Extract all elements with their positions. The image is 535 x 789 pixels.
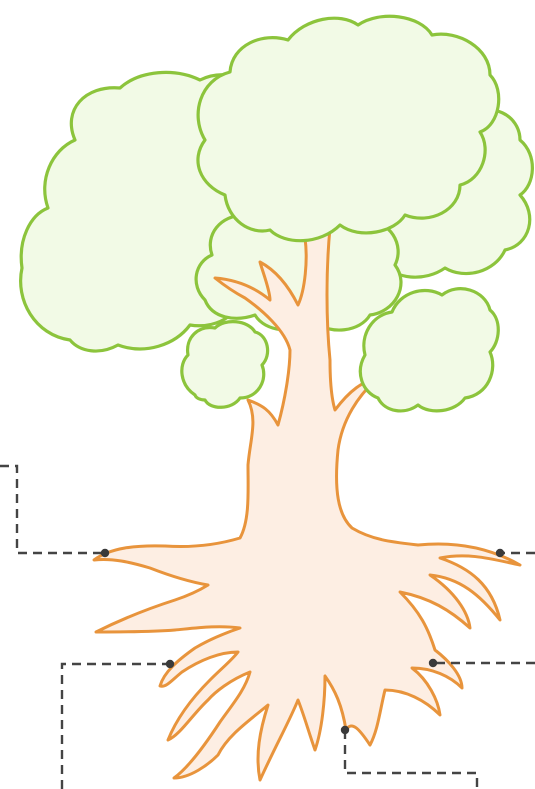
leader-line-left-upper <box>0 466 105 553</box>
anchor-dot <box>341 726 349 734</box>
anchor-dot <box>496 549 504 557</box>
anchor-dot <box>101 549 109 557</box>
foliage-small-left <box>182 322 268 408</box>
anchor-dot <box>166 660 174 668</box>
anchor-dot <box>429 659 437 667</box>
leader-line-left-lower <box>62 664 170 789</box>
